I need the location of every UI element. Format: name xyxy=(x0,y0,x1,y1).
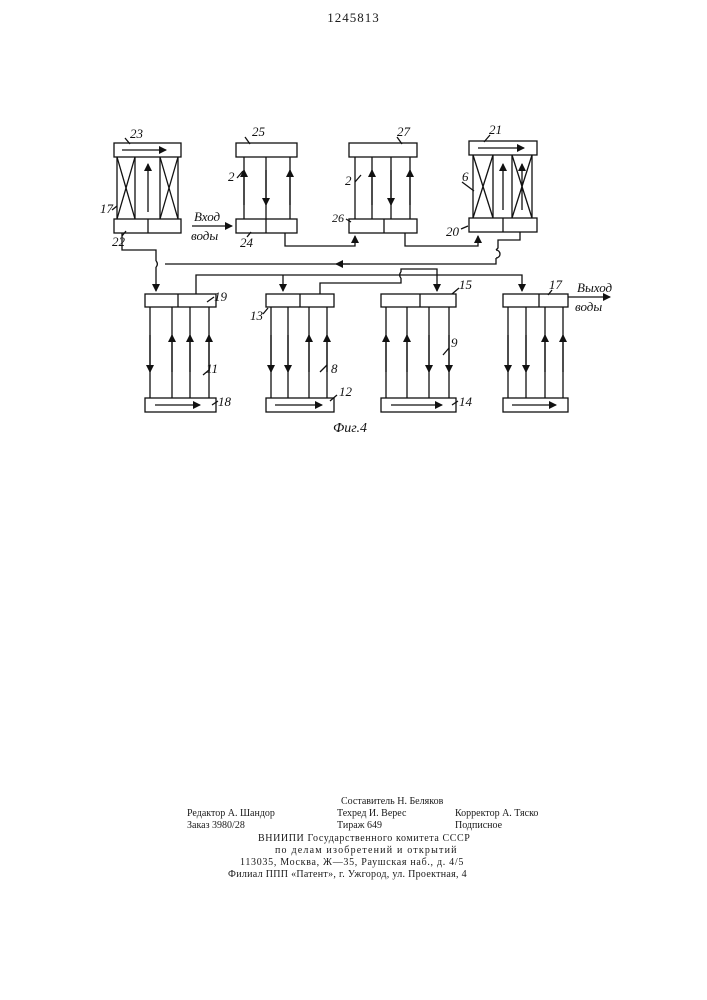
label-12: 12 xyxy=(339,384,353,399)
order-number: Заказ 3980/28 xyxy=(187,820,245,832)
outlet-label-line1: Выход xyxy=(577,280,613,295)
unit-27 xyxy=(349,143,417,233)
unit-17-outlet xyxy=(503,294,568,412)
label-9: 9 xyxy=(451,335,458,350)
circulation: Тираж 649 xyxy=(337,820,382,832)
label-2-a: 2 xyxy=(228,169,235,184)
label-18: 18 xyxy=(218,394,232,409)
label-26: 26 xyxy=(332,211,344,225)
unit-23 xyxy=(114,143,181,233)
label-17-top: 17 xyxy=(100,201,114,216)
unit-13 xyxy=(266,294,334,412)
composer: Составитель Н. Беляков xyxy=(341,796,443,808)
label-17-bottom: 17 xyxy=(549,277,563,292)
label-19: 19 xyxy=(214,289,228,304)
unit-19 xyxy=(145,294,216,412)
label-23: 23 xyxy=(130,126,144,141)
inlet-label-line2: воды xyxy=(191,228,218,243)
label-20: 20 xyxy=(446,224,460,239)
subscription: Подписное xyxy=(455,820,502,832)
editor: Редактор А. Шандор xyxy=(187,808,275,820)
label-15: 15 xyxy=(459,277,473,292)
label-21: 21 xyxy=(489,122,502,137)
label-11: 11 xyxy=(206,361,218,376)
corrector: Корректор А. Тяско xyxy=(455,808,538,820)
branch-address: Филиал ППП «Патент», г. Ужгород, ул. Про… xyxy=(228,869,467,881)
org-line1: ВНИИПИ Государственного комитета СССР xyxy=(258,833,470,845)
techred: Техред И. Верес xyxy=(337,808,406,820)
unit-25 xyxy=(236,143,297,233)
outlet-label-line2: воды xyxy=(575,299,602,314)
unit-21 xyxy=(469,141,537,232)
label-14: 14 xyxy=(459,394,473,409)
label-22: 22 xyxy=(112,234,126,249)
label-2-b: 2 xyxy=(345,173,352,188)
label-6: 6 xyxy=(462,169,469,184)
inlet-label-line1: Вход xyxy=(194,209,221,224)
org-address: 113035, Москва, Ж—35, Раушская наб., д. … xyxy=(240,857,464,869)
figure-caption: Фиг.4 xyxy=(333,421,367,436)
label-24: 24 xyxy=(240,235,254,250)
label-27: 27 xyxy=(397,124,411,139)
label-25: 25 xyxy=(252,124,266,139)
org-line2: по делам изобретений и открытий xyxy=(275,845,458,857)
label-13: 13 xyxy=(250,308,264,323)
label-8: 8 xyxy=(331,361,338,376)
